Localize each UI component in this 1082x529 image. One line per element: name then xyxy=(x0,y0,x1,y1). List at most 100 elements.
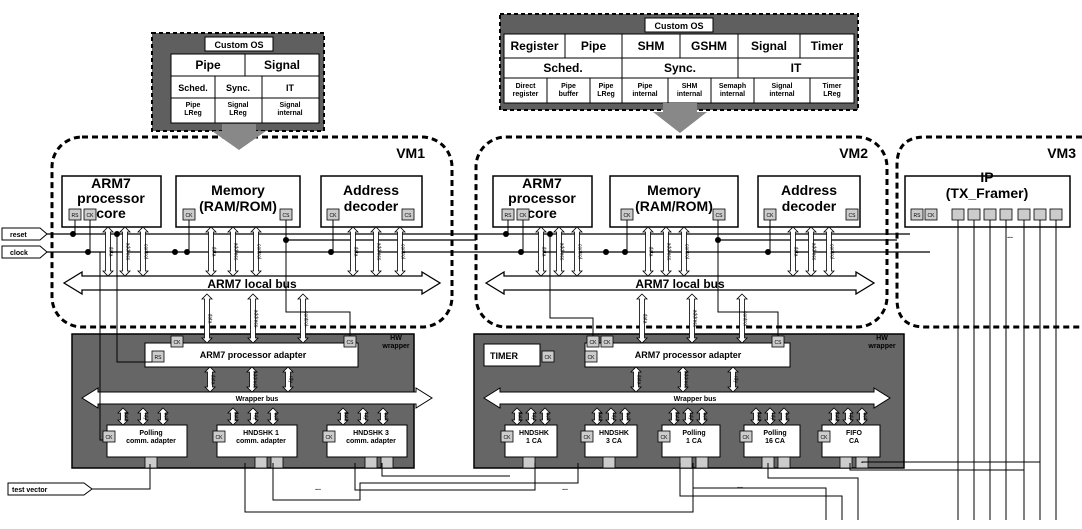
vm2-mem-label: Memory(RAM/ROM) xyxy=(635,182,713,214)
vm2-wrapper-bus-label: Wrapper bus xyxy=(674,396,717,403)
vm2-ca-arrow-4-1 xyxy=(842,407,854,426)
interconnect-wire-8 xyxy=(861,461,1041,520)
vm2-timer-ck-pin xyxy=(541,350,555,363)
vm1-dec-ck-pin-label: CK xyxy=(330,213,338,219)
vm2-ca-arrow-1-0 xyxy=(591,407,603,426)
vm2-ca-arrow-3-1-label: rdy xyxy=(770,413,776,420)
vm1-ca-ck-0-label: CK xyxy=(106,435,114,441)
vm2-busline-0-0 xyxy=(535,226,547,277)
vm2-adapter-wbus-2-label: rdy xyxy=(733,376,739,383)
vm2-adapter-ck2-pin xyxy=(600,335,614,348)
vm2-ca-ck-3 xyxy=(739,430,753,443)
vm2-busline-0-2 xyxy=(571,226,583,277)
vm1-busline-1-2 xyxy=(250,226,262,277)
vm1-cpu-ck-pin-label: CK xyxy=(87,213,95,219)
vm2-ca-arrow-2-1-label: rdy xyxy=(688,413,694,420)
vm2-ca-port2-2 xyxy=(695,456,709,469)
vm2-busline-1-1-label: address xyxy=(666,243,672,261)
vm2-ca-port-4 xyxy=(839,456,853,469)
vm2-ca-arrow-2-2-label: ack xyxy=(702,413,708,421)
vm3-boundary xyxy=(895,135,1082,329)
vm2-adapter-link-1-label: address xyxy=(692,310,698,328)
vm2-adapter-wbus-1 xyxy=(677,366,689,393)
vm1-busline-0-0 xyxy=(102,226,114,277)
vm2-busline-1-0-label: data xyxy=(648,247,654,257)
vm1-adapter-wbus-0 xyxy=(204,366,216,393)
vm1-ca-arrow-1-0 xyxy=(227,407,239,426)
vm2-ca-arrow-1-2 xyxy=(619,407,631,426)
vm2-ca-port2-3 xyxy=(777,456,791,469)
vm2-cpu-rs-pin-label: RS xyxy=(505,213,513,219)
vm1-cpu-rs-pin-label: RS xyxy=(72,213,80,219)
vm2-ca-ck-4 xyxy=(817,430,831,443)
vm2-ca-arrow-3-1 xyxy=(764,407,776,426)
vm2-busline-1-1 xyxy=(660,226,672,277)
vm2-ca-arrow-2-1 xyxy=(682,407,694,426)
vm2-dec-cs-pin xyxy=(845,208,859,221)
vm2-adapter-link-1 xyxy=(686,293,698,344)
vm2-ca-arrow-4-0 xyxy=(828,407,840,426)
vm1-ca-port-0 xyxy=(144,456,158,469)
vm1-busline-1-0 xyxy=(205,226,217,277)
vm3-ip-port-2 xyxy=(983,208,997,221)
vm1-mem-label: Memory(RAM/ROM) xyxy=(199,182,277,214)
vm1-ca-port2-2 xyxy=(380,456,394,469)
vm1-busline-2-1-label: address xyxy=(376,243,382,261)
vm1-busline-1-0-label: data xyxy=(211,247,217,257)
vm2-adapter-ck3-pin-label: CK xyxy=(588,355,596,361)
vm1-busline-2-2-label: control xyxy=(400,244,406,259)
vm2-busline-2-2-label: control xyxy=(829,244,835,259)
vm1-ca-arrow-2-0 xyxy=(337,407,349,426)
vm1-dec-cs-pin xyxy=(401,208,415,221)
vm3-ip-port-1 xyxy=(967,208,981,221)
junction-dot-c1 xyxy=(172,249,178,255)
vm2-ca-port-1 xyxy=(602,456,616,469)
vm2-adapter-wbus-1-label: address xyxy=(683,371,689,389)
vm1-busline-2-0-label: data xyxy=(353,247,359,257)
interconnect-wire-6 xyxy=(767,463,859,520)
vm2-os-row1-2: SHM xyxy=(638,39,665,53)
vm3-ip-label: IP(TX_Framer) xyxy=(946,169,1028,201)
vm2-ca-arrow-2-2 xyxy=(696,407,708,426)
vm1-adapter-link-1-label: address xyxy=(253,310,259,328)
vm1-ca-arrow-1-1 xyxy=(247,407,259,426)
vm1-busline-1-1 xyxy=(227,226,239,277)
vm1-ca-arrow-2-1-label: rdy xyxy=(363,413,369,420)
vm1-ca-ck-1-label: CK xyxy=(216,435,224,441)
vm2-busline-0-1-label: address xyxy=(559,243,565,261)
vm1-ca-arrow-0-0 xyxy=(117,407,129,426)
interconnect-wire-5 xyxy=(692,463,827,520)
vm1-adapter-label: ARM7 processor adapter xyxy=(200,350,307,360)
vm1-adapter-wbus-2 xyxy=(282,366,294,393)
vm2-busline-1-2 xyxy=(678,226,690,277)
vm1-busline-2-0 xyxy=(347,226,359,277)
vm2-ca-ck-0-label: CK xyxy=(504,435,512,441)
vm2-busline-0-0-label: data xyxy=(541,247,547,257)
vm1-adapter-wbus-2-label: rdy xyxy=(288,376,294,383)
vm2-label: VM2 xyxy=(839,145,868,161)
vm1-adapter-rs-pin xyxy=(151,350,165,363)
vm2-adapter-ck-pin-label: CK xyxy=(590,340,598,346)
vm1-ca-arrow-2-0-label: data xyxy=(343,412,349,422)
vm1-adapter-link-2-label: control xyxy=(303,311,309,326)
vm2-ca-arrow-0-1 xyxy=(525,407,537,426)
vm1-ca-arrow-0-2 xyxy=(157,407,169,426)
vm2-adapter-link-2-label: control xyxy=(742,311,748,326)
vm2-os-row2-2: IT xyxy=(791,61,802,75)
vm2-os-row1-0: Register xyxy=(510,39,558,53)
vm1-ca-arrow-0-2-label: ack xyxy=(163,413,169,421)
vm1-adapter-link-0 xyxy=(201,293,213,344)
vm2-ca-arrow-0-0 xyxy=(511,407,523,426)
